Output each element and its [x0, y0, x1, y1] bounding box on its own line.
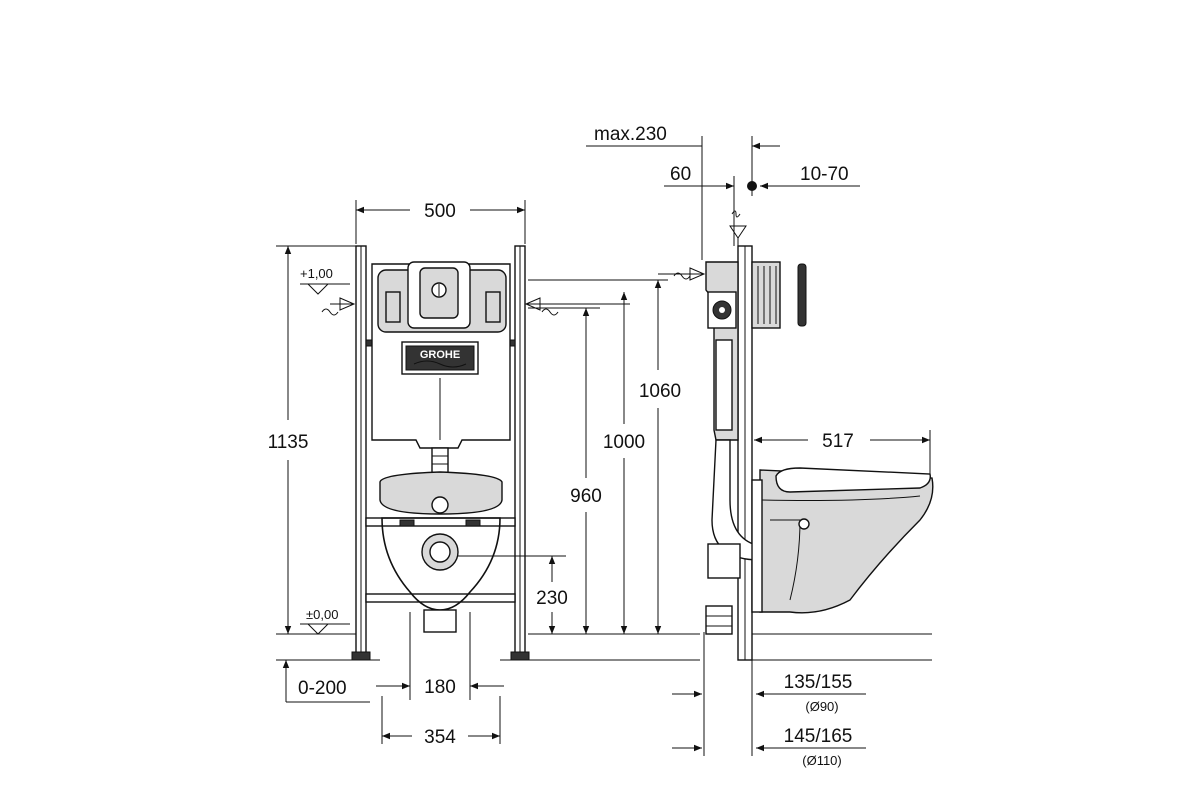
dim-range-10-70: 10-70	[800, 164, 849, 185]
level-marker-top: +1,00	[300, 266, 350, 295]
dim-max-230: max.230	[594, 124, 667, 145]
toilet-bowl-front	[379, 471, 503, 515]
water-inlet-left-icon	[321, 297, 356, 316]
dim-pipe-dia-110: (Ø110)	[802, 753, 842, 768]
dim-pipe-145-165: 145/165	[784, 726, 853, 747]
svg-text:+1,00: +1,00	[300, 266, 333, 281]
reference-point-icon	[747, 181, 757, 191]
dim-floor-0-200: 0-200	[298, 678, 347, 699]
dim-width-500: 500	[424, 201, 456, 222]
water-inlet-right-icon	[524, 297, 630, 316]
dim-depth-60: 60	[670, 164, 691, 185]
dim-pipe-dia-90: (Ø90)	[805, 699, 838, 714]
dim-height-1060: 1060	[639, 381, 681, 402]
dim-width-354: 354	[424, 727, 456, 748]
dim-height-960: 960	[570, 486, 602, 507]
level-marker-floor: ±0,00	[300, 607, 350, 635]
dim-projection-517: 517	[822, 431, 854, 452]
grohe-logo: GROHE	[420, 349, 460, 361]
side-view: max.230 60 10-70 517 135/155 (Ø90) 145/1…	[586, 124, 934, 768]
dim-pipe-135-155: 135/155	[784, 672, 853, 693]
front-view: GROHE +1,00	[268, 200, 700, 748]
svg-text:±0,00: ±0,00	[306, 607, 338, 622]
dim-height-1000: 1000	[603, 432, 645, 453]
dim-height-1135: 1135	[268, 432, 309, 453]
dim-height-230: 230	[536, 588, 568, 609]
dim-bolt-180: 180	[424, 677, 456, 698]
toilet-bowl-side	[759, 469, 934, 614]
